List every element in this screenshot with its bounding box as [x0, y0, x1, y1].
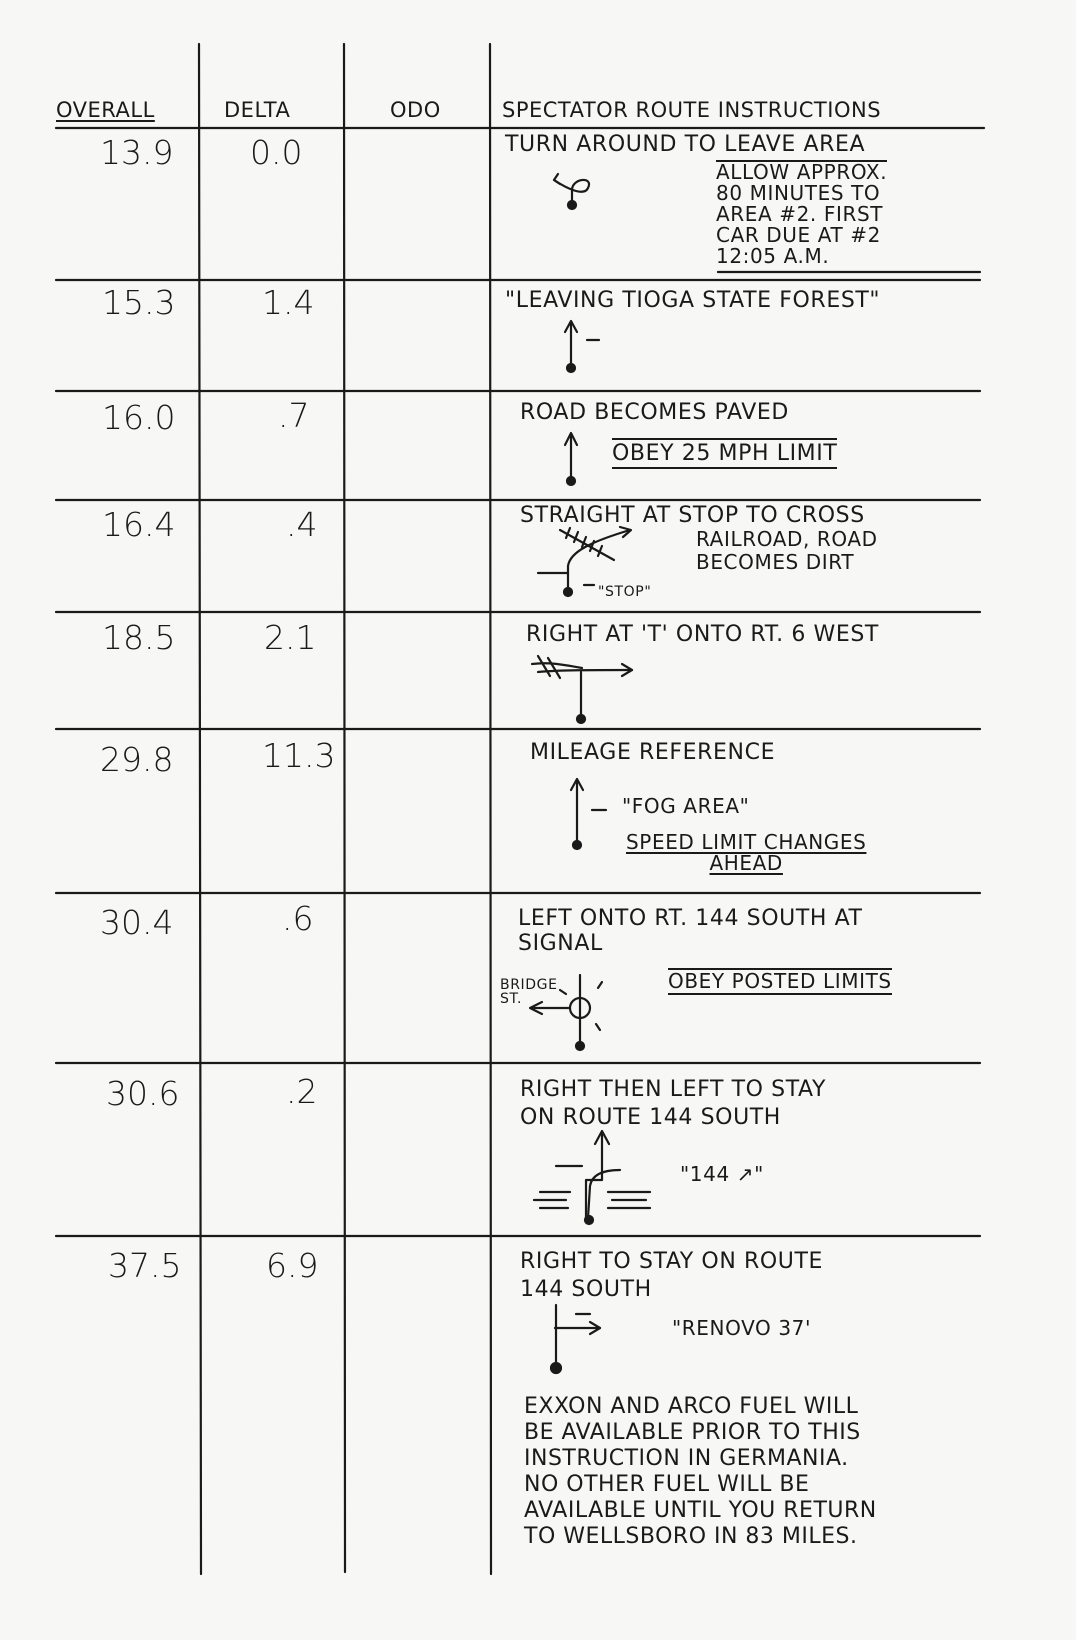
route-instruction: RIGHT TO STAY ON ROUTE 144 SOUTH	[520, 1249, 824, 1302]
overall-mileage: 16.0	[102, 398, 176, 437]
overall-mileage: 13.9	[100, 133, 174, 172]
stop-sign-label: "STOP"	[598, 584, 652, 600]
delta-mileage: 0.0	[250, 133, 303, 172]
delta-mileage: .6	[282, 899, 314, 938]
route-144-sign-label: "144 ↗"	[680, 1162, 764, 1186]
speed-limit-change-note: SPEED LIMIT CHANGES AHEAD	[626, 830, 867, 875]
bridge-street-label: BRIDGE ST.	[500, 977, 558, 1007]
delta-mileage: 2.1	[264, 618, 317, 657]
delta-mileage: .2	[286, 1072, 318, 1111]
delta-mileage: 6.9	[266, 1246, 319, 1285]
route-instruction-continued: RAILROAD, ROAD BECOMES DIRT	[696, 527, 878, 574]
overall-mileage: 30.6	[106, 1074, 180, 1113]
overall-mileage: 30.4	[100, 903, 174, 942]
delta-column-header: DELTA	[224, 98, 291, 122]
fuel-availability-note: EXXON AND ARCO FUEL WILL BE AVAILABLE PR…	[524, 1394, 877, 1549]
overall-mileage: 18.5	[102, 618, 176, 657]
route-instruction: RIGHT THEN LEFT TO STAY ON ROUTE 144 SOU…	[520, 1077, 827, 1130]
route-instruction: TURN AROUND TO LEAVE AREA	[505, 132, 866, 157]
route-instruction: LEFT ONTO RT. 144 SOUTH AT SIGNAL	[518, 906, 863, 956]
delta-mileage: 11.3	[262, 736, 336, 775]
route-instruction: STRAIGHT AT STOP TO CROSS	[520, 503, 865, 528]
delta-mileage: .7	[278, 396, 310, 435]
route-instruction: "LEAVING TIOGA STATE FOREST"	[505, 288, 881, 313]
overall-mileage: 16.4	[102, 505, 176, 544]
overall-mileage: 15.3	[102, 283, 176, 322]
posted-limits-note: OBEY POSTED LIMITS	[668, 968, 892, 995]
overall-column-header: OVERALL	[56, 98, 155, 122]
delta-mileage: .4	[286, 505, 318, 544]
overall-mileage: 37.5	[108, 1246, 182, 1285]
route-instruction: MILEAGE REFERENCE	[530, 740, 776, 765]
speed-limit-note: OBEY 25 MPH LIMIT	[612, 438, 838, 469]
renovo-sign-label: "RENOVO 37'	[672, 1316, 812, 1340]
delta-mileage: 1.4	[262, 283, 315, 322]
timing-note: ALLOW APPROX. 80 MINUTES TO AREA #2. FIR…	[716, 160, 888, 268]
fog-area-sign-label: "FOG AREA"	[622, 794, 750, 818]
odo-column-header: ODO	[390, 98, 441, 122]
instructions-column-header: SPECTATOR ROUTE INSTRUCTIONS	[502, 98, 882, 122]
route-instruction: ROAD BECOMES PAVED	[520, 400, 789, 425]
overall-mileage: 29.8	[100, 740, 174, 779]
route-instruction: RIGHT AT 'T' ONTO RT. 6 WEST	[526, 622, 879, 647]
